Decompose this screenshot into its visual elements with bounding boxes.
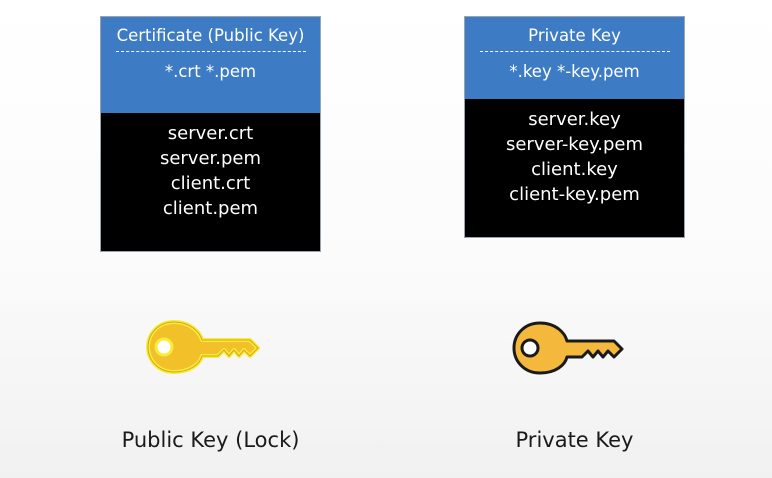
key-icon	[512, 321, 624, 375]
certificate-card-file-list: server.crt server.pem client.crt client.…	[101, 113, 320, 251]
certificate-card: Certificate (Public Key) *.crt *.pem ser…	[100, 16, 321, 252]
public-key-icon	[144, 316, 260, 376]
private-key-card-extensions: *.key *-key.pem	[509, 62, 640, 81]
private-key-file-item: client-key.pem	[509, 184, 640, 205]
private-key-file-item: server-key.pem	[505, 134, 644, 155]
private-key-card-file-list: server.key server-key.pem client.key cli…	[465, 99, 684, 237]
certificate-card-header: Certificate (Public Key) *.crt *.pem	[101, 17, 320, 113]
private-key-card: Private Key *.key *-key.pem server.key s…	[464, 16, 685, 238]
certificate-file-item: server.pem	[159, 148, 262, 169]
public-key-caption: Public Key (Lock)	[121, 428, 300, 452]
certificate-card-divider	[115, 51, 306, 52]
private-key-file-item: client.key	[531, 159, 618, 180]
certificate-file-item: server.crt	[167, 123, 254, 144]
private-key-card-divider	[479, 51, 670, 52]
certificate-file-item: client.pem	[162, 198, 259, 219]
certificate-card-extensions: *.crt *.pem	[164, 62, 257, 81]
private-key-file-item: server.key	[528, 109, 621, 130]
key-icon	[146, 320, 260, 374]
private-key-card-title: Private Key	[528, 26, 621, 45]
certificate-file-item: client.crt	[170, 173, 251, 194]
certificate-card-title: Certificate (Public Key)	[116, 26, 305, 45]
private-key-caption: Private Key	[515, 428, 634, 452]
private-key-icon	[510, 318, 626, 376]
private-key-card-header: Private Key *.key *-key.pem	[465, 17, 684, 99]
